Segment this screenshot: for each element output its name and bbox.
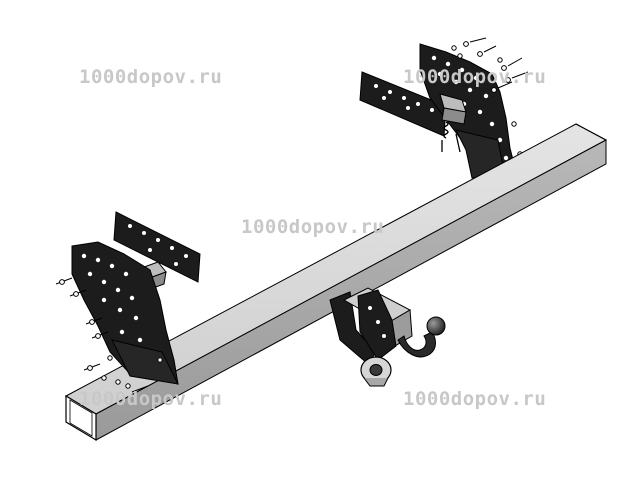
- tow-hitch: [329, 287, 446, 387]
- right-mounting-bracket: [359, 37, 557, 187]
- cross-beam: [64, 123, 608, 442]
- left-mounting-bracket: [55, 211, 201, 393]
